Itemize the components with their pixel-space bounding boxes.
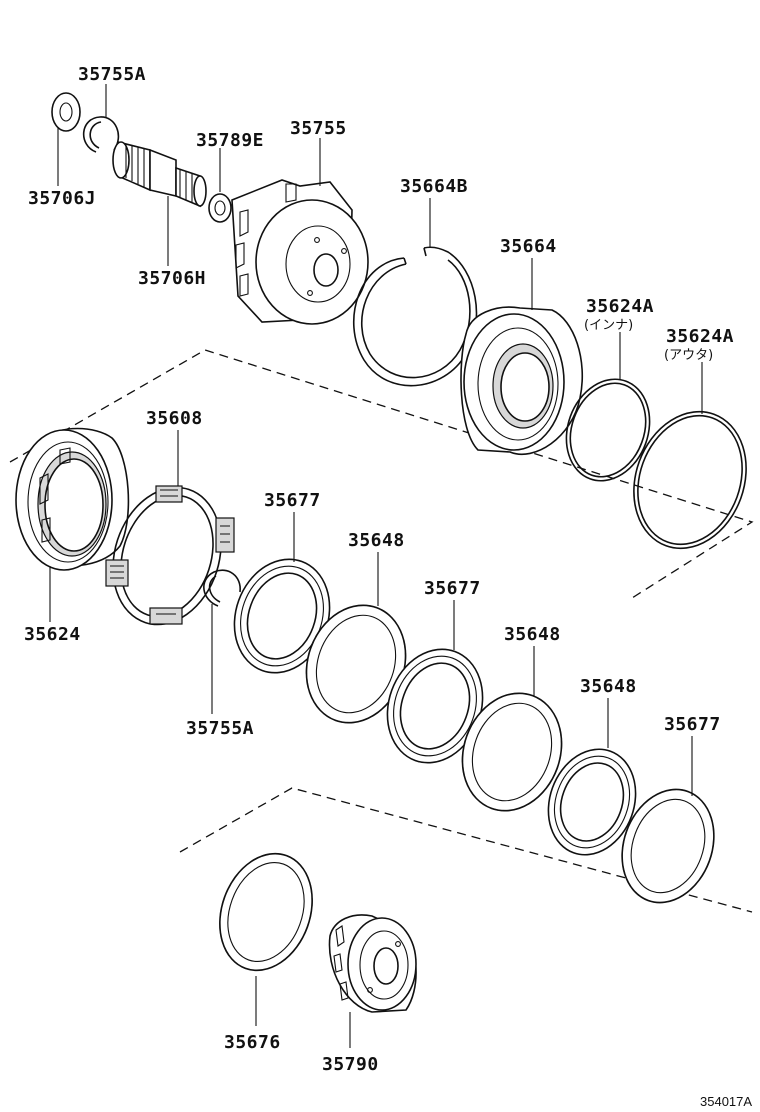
brake-hub-35608[interactable] — [96, 473, 238, 638]
label-35648-b: 35648 — [504, 624, 561, 645]
label-35677-b: 35677 — [424, 578, 481, 599]
snap-ring-35755a-top[interactable] — [82, 116, 120, 153]
label-35664b: 35664B — [400, 176, 468, 197]
label-35624a-inner: 35624A — [586, 296, 654, 317]
clutch-hub-35790[interactable] — [328, 914, 417, 1013]
leader-lines — [49, 84, 703, 1048]
o-ring-35624a-outer[interactable] — [615, 396, 760, 564]
snap-ring-35664b[interactable] — [352, 246, 478, 387]
label-35624a-outer: 35624A — [666, 326, 734, 347]
label-35755a-top: 35755A — [78, 64, 146, 85]
intermediate-shaft-35706h[interactable] — [112, 140, 207, 208]
label-35677-c: 35677 — [664, 714, 721, 735]
clutch-disc-35648-b[interactable] — [446, 679, 577, 825]
label-35790: 35790 — [322, 1054, 379, 1075]
snap-ring-35755a-bottom[interactable] — [203, 569, 241, 607]
piston-35664[interactable] — [460, 306, 584, 455]
diagram-id: 354017A — [700, 1094, 752, 1109]
washer-35789e[interactable] — [208, 193, 232, 223]
o-ring-35624a-inner[interactable] — [553, 367, 664, 492]
clutch-plate-35677-a[interactable] — [219, 546, 345, 686]
label-35706h: 35706H — [138, 268, 206, 289]
clutch-plate-35677-c[interactable] — [607, 776, 729, 915]
clutch-disc-35648-c[interactable] — [534, 737, 650, 867]
label-35676: 35676 — [224, 1032, 281, 1053]
label-35608: 35608 — [146, 408, 203, 429]
lower-group-boundary — [179, 787, 753, 913]
note-35624a-outer: (アウタ) — [664, 348, 713, 363]
label-35648-c: 35648 — [580, 676, 637, 697]
label-35648-a: 35648 — [348, 530, 405, 551]
label-35755: 35755 — [290, 118, 347, 139]
thrust-washer-35706j[interactable] — [51, 92, 81, 132]
label-35789e: 35789E — [196, 130, 264, 151]
label-35706j: 35706J — [28, 188, 96, 209]
label-35677-a: 35677 — [264, 490, 321, 511]
label-35664: 35664 — [500, 236, 557, 257]
clutch-plate-35677-b[interactable] — [372, 636, 498, 776]
clutch-drum-35755[interactable] — [231, 179, 369, 325]
clutch-plate-35676[interactable] — [204, 841, 328, 984]
label-35624: 35624 — [24, 624, 81, 645]
note-35624a-inner: (インナ) — [584, 318, 633, 333]
cylinder-35624[interactable] — [15, 427, 130, 571]
label-35755a-bottom: 35755A — [186, 718, 254, 739]
